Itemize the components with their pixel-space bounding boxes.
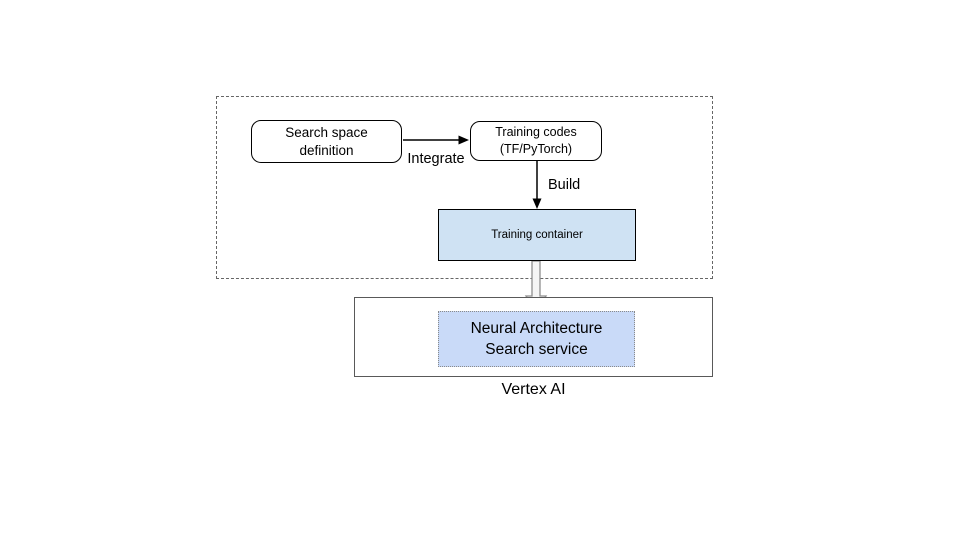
training-container-node: Training container: [438, 209, 636, 261]
integrate-edge-label: Integrate: [407, 151, 465, 167]
neural-architecture-search-service-node: Neural Architecture Search service: [438, 311, 635, 367]
training-codes-node: Training codes (TF/PyTorch): [470, 121, 602, 161]
search-space-definition-node: Search space definition: [251, 120, 402, 163]
build-edge-label: Build: [548, 177, 581, 193]
vertex-ai-label: Vertex AI: [501, 381, 566, 398]
build-pipeline-group: [216, 96, 713, 279]
